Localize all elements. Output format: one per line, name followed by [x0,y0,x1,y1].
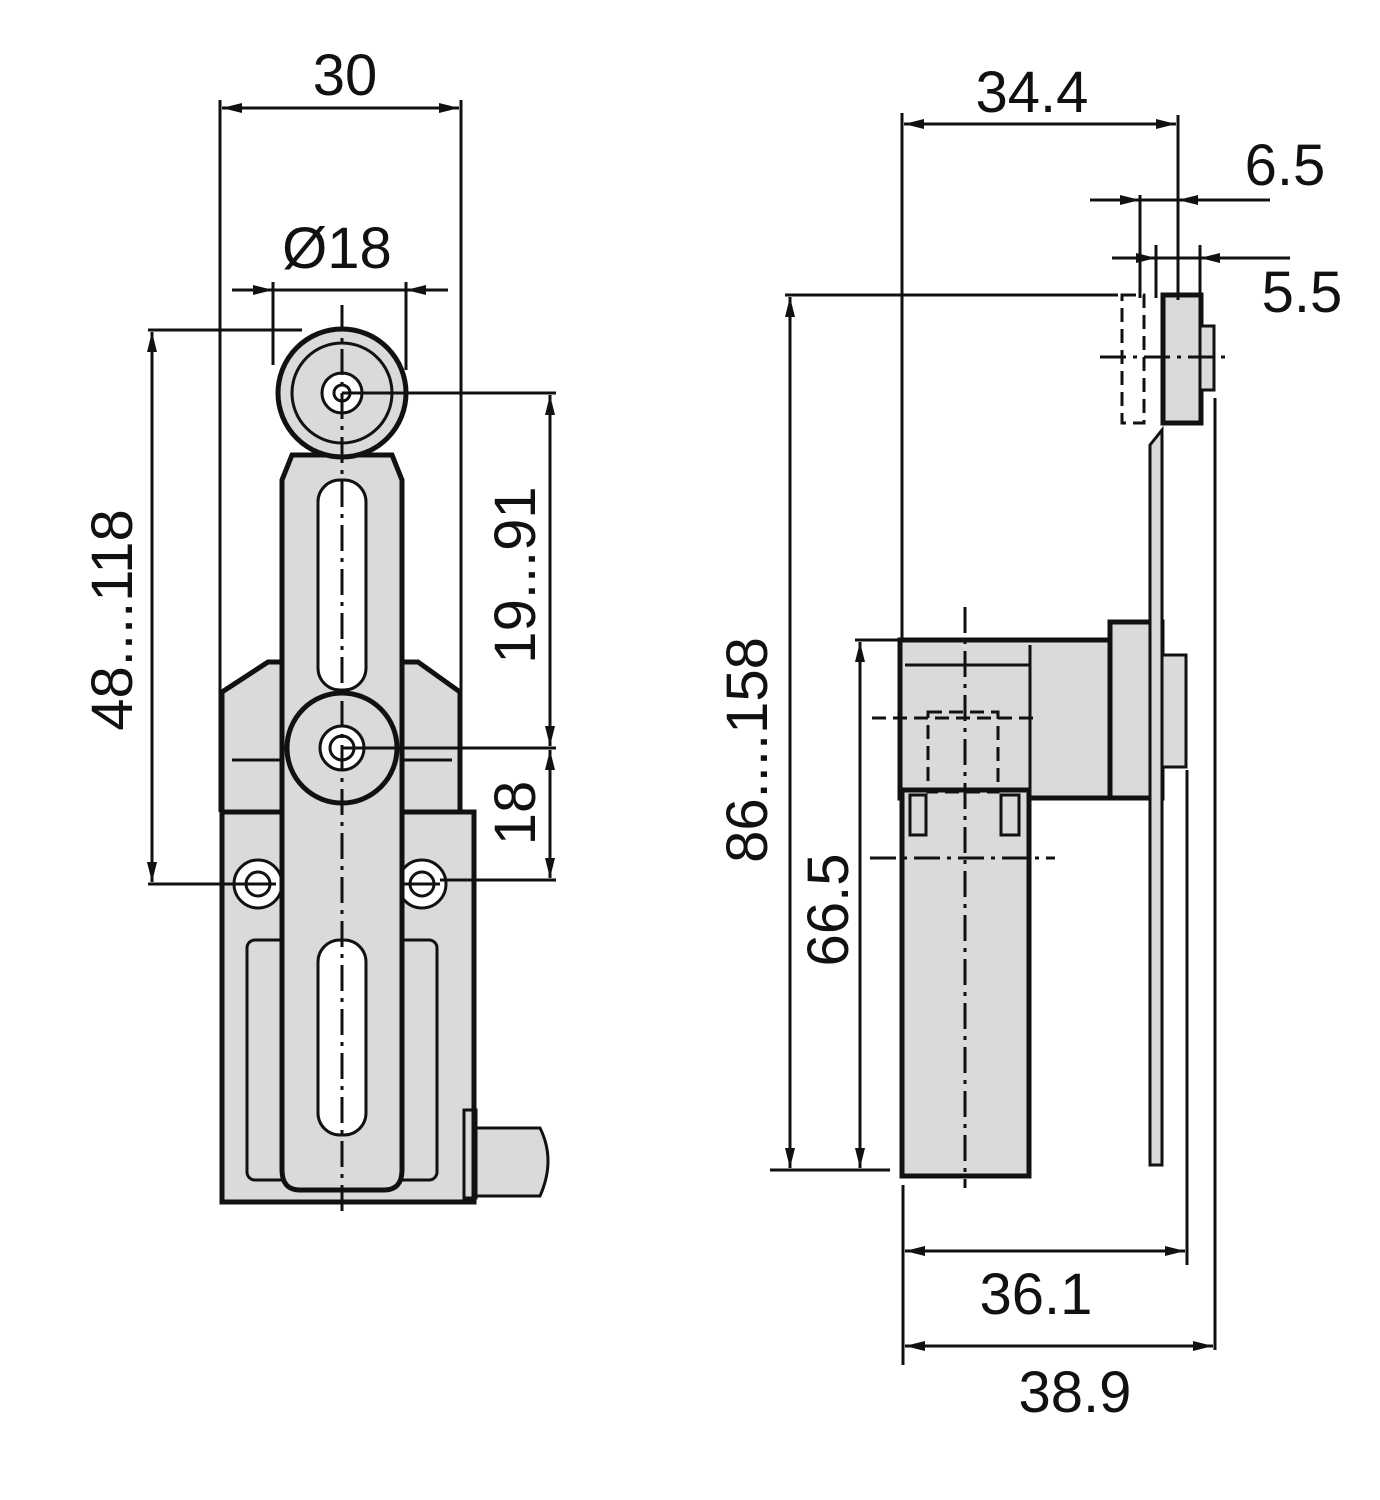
screw-left [232,858,284,910]
dim-roller-offset: 19...91 [342,391,556,750]
dim-front-width-label: 30 [313,43,378,108]
dim-pivot-height: 18 [440,750,556,882]
side-lever [1100,292,1225,1167]
dim-side-depth: 36.1 [901,770,1189,1365]
dim-side-lever-offset: 34.4 [900,60,1180,640]
front-view: 30 Ø18 48....118 19...91 [80,43,556,1215]
dim-lever-thickness: 5.5 [1112,245,1342,325]
dim-side-lever-offset-label: 34.4 [976,60,1089,125]
dim-roller-diameter: Ø18 [232,216,448,370]
dim-body-height-label: 66.5 [796,854,861,967]
side-view: 34.4 6.5 5.5 86....158 [715,60,1342,1425]
dim-roller-diameter-label: Ø18 [282,216,392,281]
dim-total-height-label: 86....158 [715,637,780,863]
dim-lever-length-label: 48....118 [80,509,145,730]
cable-gland [462,1108,550,1200]
dim-lever-thickness-label: 5.5 [1262,260,1343,325]
dim-total-height: 86....158 [715,293,1118,1172]
dim-roller-offset-label: 19...91 [483,486,548,663]
dim-roller-width: 6.5 [1090,133,1325,298]
dim-front-width: 30 [218,43,463,812]
dim-overall-depth-label: 38.9 [1019,1360,1132,1425]
dim-pivot-height-label: 18 [483,781,548,846]
dim-lever-length: 48....118 [80,328,302,886]
dim-side-depth-label: 36.1 [980,1262,1093,1327]
screw-right [396,858,448,910]
side-housing [897,619,1188,1179]
dim-overall-depth: 38.9 [905,398,1217,1425]
dim-roller-width-label: 6.5 [1245,133,1326,198]
dim-body-height: 66.5 [796,638,900,1168]
